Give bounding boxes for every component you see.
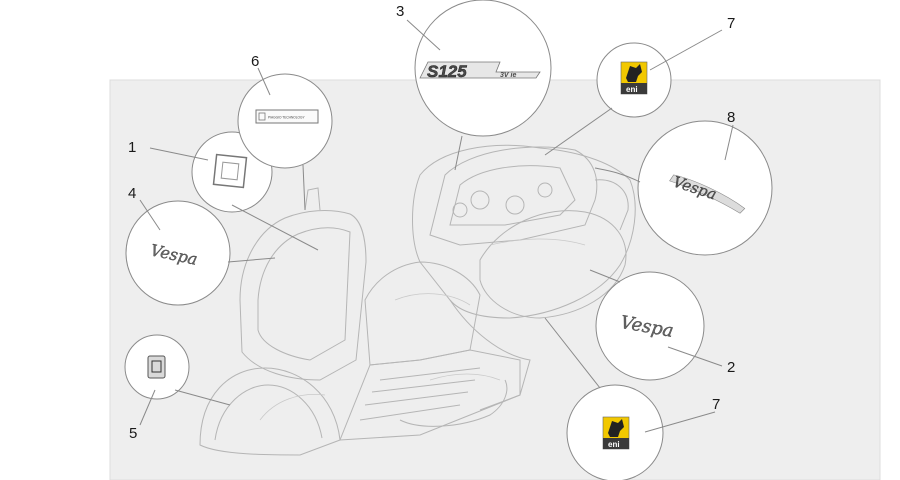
small-emblem-inner (151, 360, 162, 373)
square-decal-outer (212, 153, 248, 189)
info-label-plate (255, 109, 319, 124)
number-leader-4 (139, 199, 161, 231)
callout-number-2: 2 (727, 359, 735, 376)
s125-suffix-text: 3V ie (500, 72, 516, 79)
info-label-text: PIAGGIO TECHNOLOGY (268, 116, 305, 120)
eni-lower-label-bg (603, 438, 629, 449)
eni-upper-label-bg (621, 83, 647, 94)
storage-compartment (429, 146, 598, 246)
eni-sticker-lower-art: eni (602, 416, 630, 450)
circle-vespa-side (595, 271, 705, 381)
legshield (239, 210, 367, 381)
square-decal-inner (220, 161, 240, 181)
small-emblem-art (147, 355, 166, 379)
number-leader-5 (139, 389, 156, 426)
body-contours (259, 238, 586, 421)
floorboard-grooves (359, 367, 481, 421)
callout-number-3: 3 (396, 3, 404, 20)
leader-s125 (454, 135, 463, 171)
leader-vespa-rear (594, 167, 641, 183)
info-label-art: PIAGGIO TECHNOLOGY (255, 109, 319, 124)
leader-lines (139, 19, 734, 433)
number-leader-3 (406, 19, 441, 51)
callout-number-6: 6 (251, 53, 259, 70)
number-leader-7a (649, 29, 723, 71)
s125-badge-art: S125 3V ie (419, 61, 541, 81)
legshield-inner (257, 227, 351, 361)
callout-number-8: 8 (727, 109, 735, 126)
eni-upper-text: eni (626, 85, 638, 94)
callout-number-1: 1 (128, 139, 136, 156)
square-decal-art (212, 153, 248, 189)
rear-lower-body (399, 379, 508, 427)
leader-info-label (302, 164, 306, 211)
callout-numbers: 1 2 3 4 5 6 7 8 7 (128, 3, 735, 442)
storage-inner (449, 165, 576, 226)
s125-badge-backing (419, 61, 541, 79)
storage-hole-3 (537, 182, 553, 198)
small-emblem-outer (147, 355, 166, 379)
front-fender-rib (214, 384, 323, 441)
info-label-mark (258, 112, 266, 121)
number-leader-2 (667, 346, 723, 367)
leader-eni-lower (544, 317, 601, 389)
rear-body-lower (449, 299, 531, 411)
callout-number-5: 5 (129, 425, 137, 442)
number-leader-8 (724, 124, 734, 161)
handlebar-stem (304, 187, 321, 211)
eni-sticker-upper-art: eni (620, 61, 648, 95)
scooter-body (199, 144, 636, 456)
callout-number-7-lower: 7 (712, 396, 720, 413)
callout-number-7-upper: 7 (727, 15, 735, 32)
leader-small-emblem (174, 389, 231, 406)
circle-vespa-legshield (125, 200, 231, 306)
storage-hole-2 (505, 195, 525, 215)
number-leader-1 (149, 147, 209, 161)
eni-upper-dog-icon (626, 64, 642, 82)
storage-hole-4 (452, 202, 468, 218)
rear-taillight (594, 179, 629, 231)
side-cowl (479, 210, 627, 319)
vespa-rear-backing (669, 174, 746, 214)
front-fender (199, 367, 341, 456)
eni-lower-text: eni (608, 440, 620, 449)
callout-number-4: 4 (128, 185, 136, 202)
leader-square-decal (231, 204, 319, 251)
number-leader-6 (257, 67, 271, 96)
leader-vespa-legshield (227, 257, 276, 263)
storage-hole-1 (470, 190, 490, 210)
s125-text: S125 (427, 62, 467, 81)
leader-vespa-side (589, 269, 621, 283)
eni-lower-dog-icon (608, 419, 624, 437)
rear-body-panel (412, 144, 636, 319)
central-tunnel (364, 261, 481, 366)
number-leader-7b (644, 411, 716, 433)
leader-eni-upper (544, 107, 613, 156)
